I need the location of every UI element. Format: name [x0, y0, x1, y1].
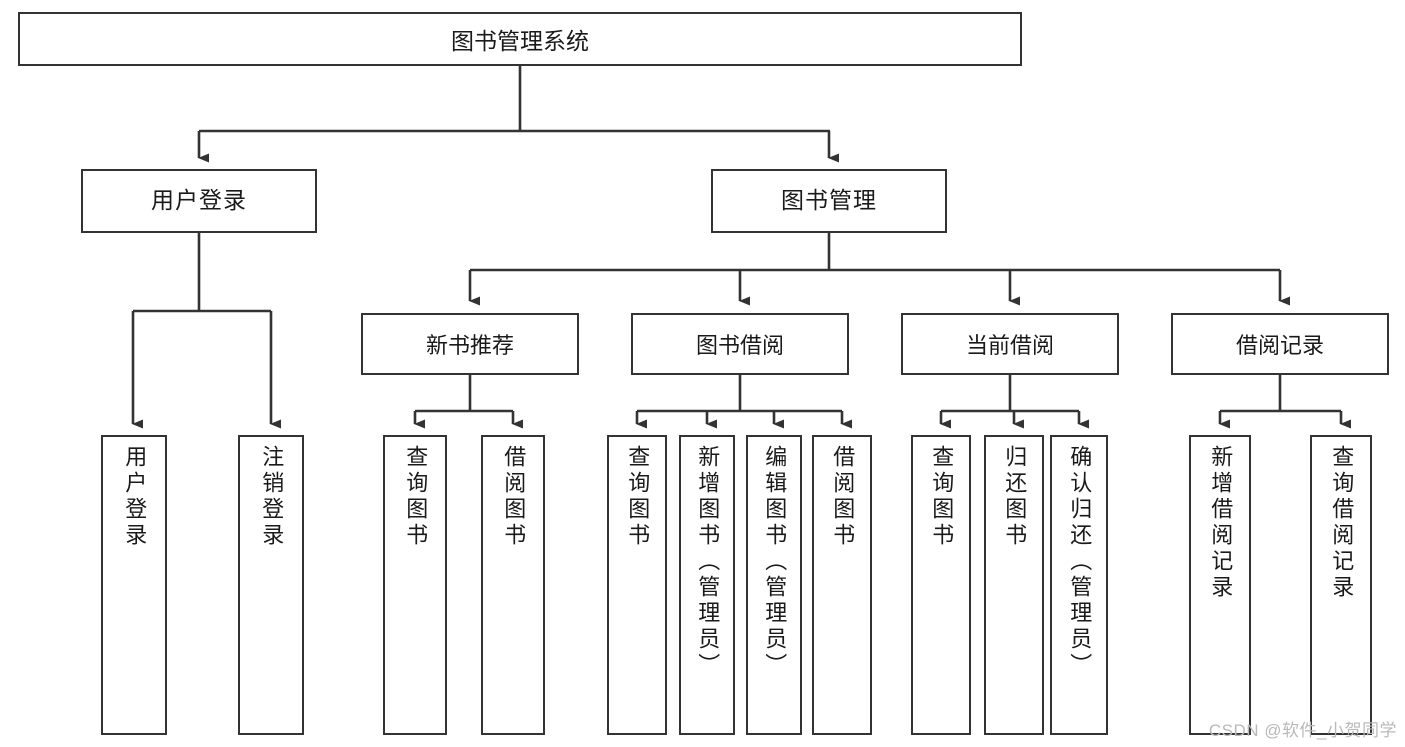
- leaf-confirm-return-admin[interactable]: 确认归还（管理员）: [1050, 435, 1108, 735]
- leaf-borrow-book-label: 借阅图书: [830, 445, 856, 549]
- node-new-book-recommend[interactable]: 新书推荐: [361, 313, 579, 375]
- node-root-label: 图书管理系统: [451, 28, 589, 54]
- watermark: CSDN @软件_小贺同学: [1208, 721, 1397, 740]
- leaf-add-book-admin[interactable]: 新增图书（管理员）: [679, 435, 735, 735]
- node-user-login-label: 用户登录: [151, 187, 247, 214]
- leaf-borrow-book-recommend[interactable]: 借阅图书: [481, 435, 545, 735]
- node-book-management-label: 图书管理: [781, 187, 877, 214]
- leaf-query-book-current-label: 查询图书: [929, 445, 955, 549]
- leaf-query-borrow-record-label: 查询借阅记录: [1329, 445, 1355, 601]
- node-user-login[interactable]: 用户登录: [81, 169, 317, 233]
- node-borrow-record[interactable]: 借阅记录: [1171, 313, 1389, 375]
- leaf-user-login-label: 用户登录: [122, 445, 148, 549]
- leaf-return-book-label: 归还图书: [1002, 445, 1028, 549]
- leaf-query-book-borrow[interactable]: 查询图书: [607, 435, 667, 735]
- leaf-query-book-recommend[interactable]: 查询图书: [383, 435, 447, 735]
- node-current-borrow-label: 当前借阅: [965, 333, 1054, 358]
- node-book-management[interactable]: 图书管理: [711, 169, 947, 233]
- leaf-edit-book-admin[interactable]: 编辑图书（管理员）: [746, 435, 802, 735]
- leaf-return-book[interactable]: 归还图书: [984, 435, 1044, 735]
- node-book-borrow-label: 图书借阅: [695, 333, 784, 358]
- leaf-borrow-book-recommend-label: 借阅图书: [501, 445, 527, 549]
- leaf-query-borrow-record[interactable]: 查询借阅记录: [1310, 435, 1372, 735]
- leaf-query-book-recommend-label: 查询图书: [403, 445, 429, 549]
- leaf-logout[interactable]: 注销登录: [238, 435, 304, 735]
- node-borrow-record-label: 借阅记录: [1235, 333, 1324, 358]
- leaf-borrow-book[interactable]: 借阅图书: [812, 435, 872, 735]
- leaf-query-book-borrow-label: 查询图书: [625, 445, 651, 549]
- leaf-user-login[interactable]: 用户登录: [101, 435, 167, 735]
- leaf-query-book-current[interactable]: 查询图书: [911, 435, 971, 735]
- node-new-book-recommend-label: 新书推荐: [425, 333, 514, 358]
- leaf-add-borrow-record[interactable]: 新增借阅记录: [1189, 435, 1251, 735]
- leaf-add-book-admin-label: 新增图书（管理员）: [695, 445, 721, 679]
- leaf-confirm-return-admin-label: 确认归还（管理员）: [1067, 445, 1093, 679]
- leaf-edit-book-admin-label: 编辑图书（管理员）: [762, 445, 788, 679]
- node-current-borrow[interactable]: 当前借阅: [901, 313, 1119, 375]
- node-book-borrow[interactable]: 图书借阅: [631, 313, 849, 375]
- leaf-logout-label: 注销登录: [259, 445, 285, 549]
- node-root[interactable]: 图书管理系统: [18, 12, 1022, 66]
- leaf-add-borrow-record-label: 新增借阅记录: [1208, 445, 1234, 601]
